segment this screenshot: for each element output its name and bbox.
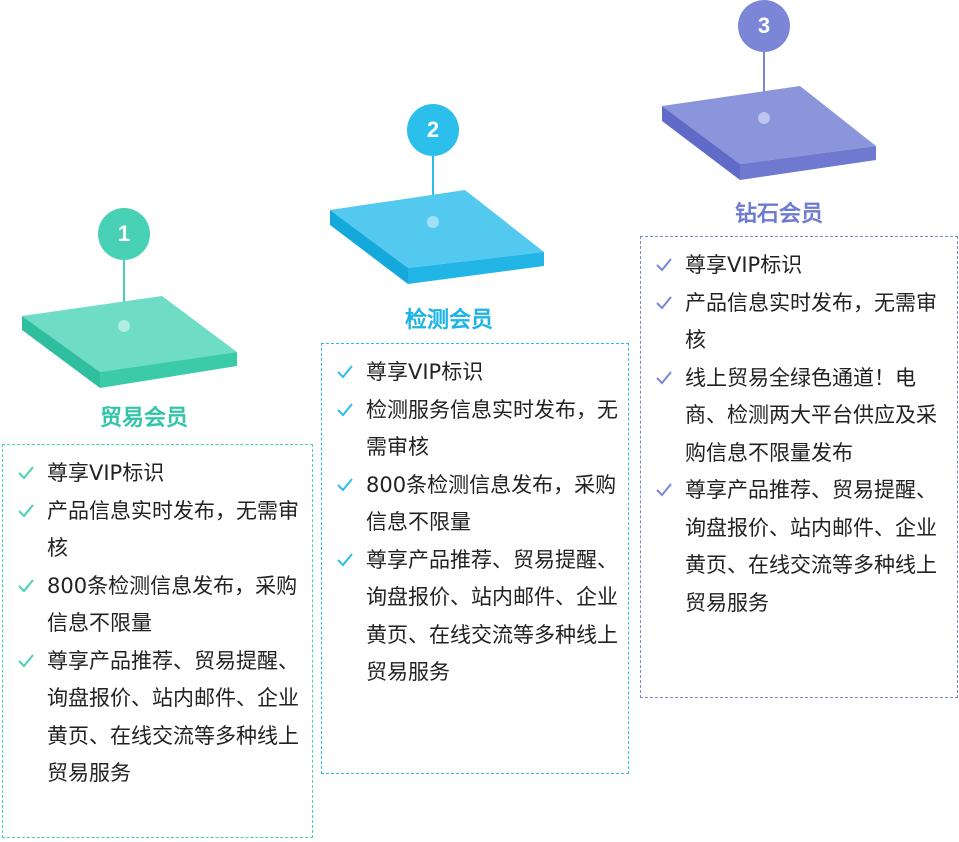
feature-item: 检测服务信息实时发布，无需审核 <box>336 392 618 467</box>
feature-box: 尊享VIP标识 产品信息实时发布，无需审核 800条检测信息发布，采购信息不限量… <box>2 444 313 838</box>
tier-title: 贸易会员 <box>100 406 189 431</box>
connector-line <box>123 260 125 326</box>
check-icon <box>337 365 353 379</box>
tier-number-badge: 3 <box>738 0 790 52</box>
feature-item: 尊享VIP标识 <box>655 247 947 285</box>
feature-item: 尊享产品推荐、贸易提醒、询盘报价、站内邮件、企业黄页、在线交流等多种线上贸易服务 <box>336 542 618 692</box>
check-icon <box>337 477 353 491</box>
check-icon <box>18 503 34 517</box>
platform-dot <box>427 216 439 228</box>
platform-dot <box>758 112 770 124</box>
feature-item: 尊享产品推荐、贸易提醒、询盘报价、站内邮件、企业黄页、在线交流等多种线上贸易服务 <box>17 643 302 793</box>
feature-box: 尊享VIP标识 产品信息实时发布，无需审核 线上贸易全绿色通道！电商、检测两大平… <box>640 236 958 698</box>
check-icon <box>337 552 353 566</box>
check-icon <box>656 295 672 309</box>
feature-item: 产品信息实时发布，无需审核 <box>655 285 947 360</box>
feature-item: 线上贸易全绿色通道！电商、检测两大平台供应及采购信息不限量发布 <box>655 360 947 473</box>
feature-box: 尊享VIP标识 检测服务信息实时发布，无需审核 800条检测信息发布，采购信息不… <box>321 343 629 774</box>
feature-item: 800条检测信息发布，采购信息不限量 <box>17 568 302 643</box>
tier-number-badge: 2 <box>407 104 459 156</box>
platform-dot <box>118 320 130 332</box>
check-icon <box>656 258 672 272</box>
connector-line <box>763 52 765 116</box>
feature-item: 尊享VIP标识 <box>17 455 302 493</box>
check-icon <box>18 653 34 667</box>
feature-item: 尊享产品推荐、贸易提醒、询盘报价、站内邮件、企业黄页、在线交流等多种线上贸易服务 <box>655 472 947 622</box>
tier-title: 检测会员 <box>405 308 494 333</box>
check-icon <box>337 402 353 416</box>
check-icon <box>18 578 34 592</box>
feature-item: 产品信息实时发布，无需审核 <box>17 493 302 568</box>
connector-line <box>432 156 434 222</box>
feature-item: 800条检测信息发布，采购信息不限量 <box>336 467 618 542</box>
check-icon <box>18 466 34 480</box>
tier-number-badge: 1 <box>98 208 150 260</box>
feature-item: 尊享VIP标识 <box>336 354 618 392</box>
check-icon <box>656 370 672 384</box>
tier-title: 钻石会员 <box>735 202 824 227</box>
check-icon <box>656 483 672 497</box>
